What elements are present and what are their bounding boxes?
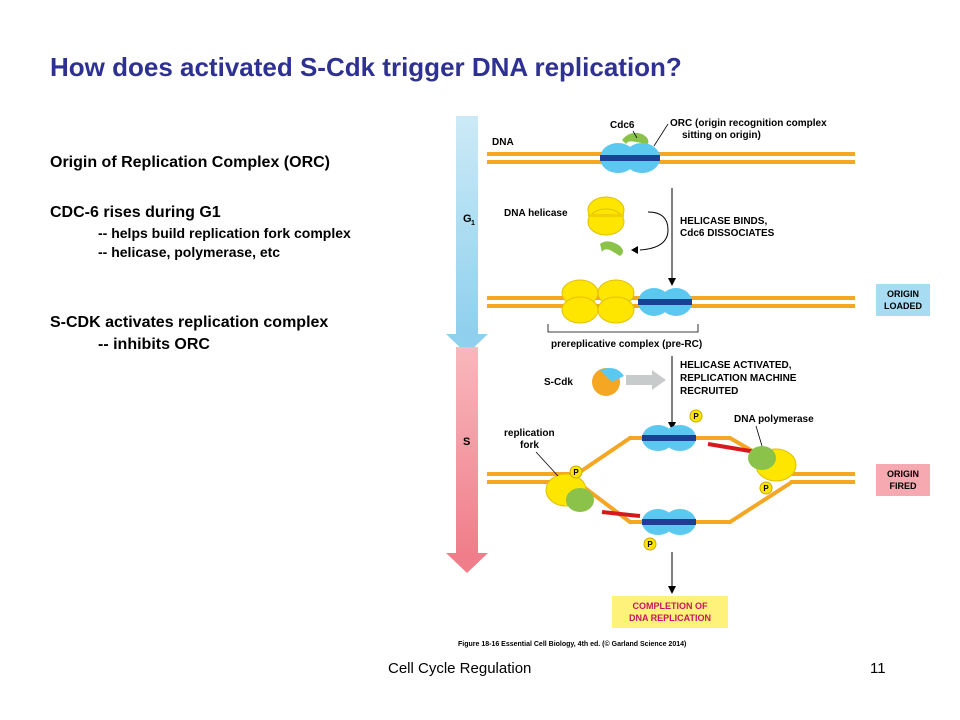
orc-complex-1: [600, 143, 660, 173]
bullet-list: Origin of Replication Complex (ORC) CDC-…: [50, 154, 351, 354]
helicase-loaded: [561, 279, 635, 324]
cdc6-dissociated: [600, 241, 623, 256]
bullet-cdc6-sub-1: -- helps build replication fork complex: [98, 225, 351, 241]
orc-complex-2: [638, 288, 692, 316]
helicase-right: [748, 446, 797, 482]
scdk-label: S-Cdk: [544, 377, 573, 388]
completion-line2: DNA REPLICATION: [629, 613, 711, 623]
replication-bubble: [487, 436, 855, 524]
page-number: 11: [870, 660, 886, 677]
phospho-markers: P P P P: [569, 409, 773, 551]
origin-fired-line2: FIRED: [890, 481, 918, 491]
g1-phase-label: G: [463, 213, 472, 225]
figure-caption: Figure 18-16 Essential Cell Biology, 4th…: [458, 640, 686, 648]
s-phase-label: S: [463, 436, 470, 448]
fork-label-line2: fork: [520, 440, 539, 451]
orc-bottom: [642, 509, 696, 535]
g1-phase-subscript: 1: [471, 220, 475, 227]
scdk-complex: [592, 368, 624, 396]
prerc-label: prereplicative complex (pre-RC): [551, 339, 702, 350]
step2-label-line1: HELICASE ACTIVATED,: [680, 360, 792, 371]
dna-strand-1: [487, 152, 855, 164]
step1-label-line1: HELICASE BINDS,: [680, 216, 767, 227]
orc-label-line1: ORC (origin recognition complex: [670, 118, 827, 129]
origin-loaded-badge: ORIGIN LOADED: [876, 284, 930, 316]
activation-arrow: [626, 370, 666, 390]
slide-title: How does activated S-Cdk trigger DNA rep…: [50, 52, 682, 82]
origin-fired-badge: ORIGIN FIRED: [876, 464, 930, 496]
polymerase-label: DNA polymerase: [734, 414, 814, 425]
completion-line1: COMPLETION OF: [633, 601, 708, 611]
fork-label-line1: replication: [504, 428, 555, 439]
step1-label-line2: Cdc6 DISSOCIATES: [680, 228, 775, 239]
origin-loaded-line1: ORIGIN: [887, 289, 919, 299]
helicase-left: [545, 473, 594, 512]
origin-fired-line1: ORIGIN: [887, 469, 919, 479]
origin-loaded-line2: LOADED: [884, 301, 923, 311]
footer-title: Cell Cycle Regulation: [388, 660, 532, 677]
orc-top: [642, 425, 696, 451]
g1-phase-arrow: G 1: [446, 116, 488, 354]
helicase-label: DNA helicase: [504, 208, 568, 219]
phospho-label-2: P: [573, 468, 579, 477]
phospho-label-4: P: [647, 540, 653, 549]
bullet-cdc6-sub-2: -- helicase, polymerase, etc: [98, 244, 281, 260]
bullet-cdc6: CDC-6 rises during G1: [50, 204, 221, 221]
phospho-label-3: P: [763, 484, 769, 493]
dna-helicase-free: [587, 196, 625, 236]
phospho-label-1: P: [693, 412, 699, 421]
bullet-orc: Origin of Replication Complex (ORC): [50, 154, 331, 171]
step2-label-line2: REPLICATION MACHINE: [680, 373, 797, 384]
replication-figure: G 1 S Cdc6 ORC (origin recognition compl…: [446, 116, 930, 648]
s-phase-arrow: S: [446, 347, 488, 573]
bullet-scdk: S-CDK activates replication complex: [50, 314, 329, 331]
dna-label: DNA: [492, 137, 514, 148]
orc-label-line2: sitting on origin): [682, 130, 761, 141]
step2-label-line3: RECRUITED: [680, 386, 738, 397]
cdc6-protein: [622, 132, 649, 144]
completion-box: COMPLETION OF DNA REPLICATION: [612, 596, 728, 628]
bullet-scdk-sub-1: -- inhibits ORC: [98, 336, 210, 353]
cdc6-label: Cdc6: [610, 120, 635, 131]
